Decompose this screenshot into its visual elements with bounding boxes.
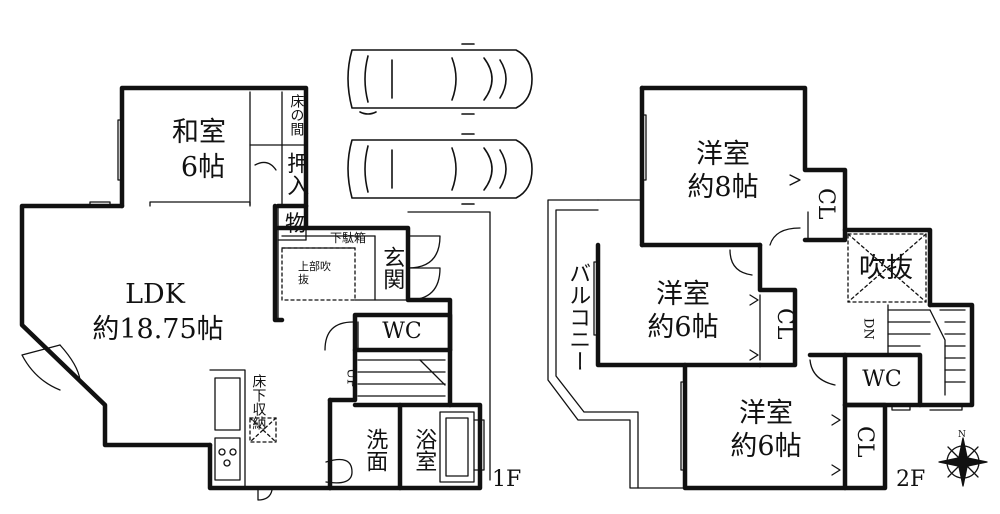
wc-2f-label: WC [862,366,902,392]
floor2-label: 2F [896,467,926,492]
washitsu-name: 和室 [172,117,226,149]
yokushitsu-label: 浴室 [411,428,437,472]
compass-icon [938,437,988,487]
floor2-thin-lines [547,114,966,489]
oshiire-label: 押入 [283,152,309,196]
compass-north-label: N [958,430,966,440]
senmen-label: 洗面 [362,428,388,472]
room6b-size: 約6帖 [730,431,802,463]
room6a-size: 約6帖 [647,312,719,344]
ldk-size: 約18.75帖 [92,314,224,346]
balcony-label: バルコニー [565,262,591,372]
washitsu-size: 6帖 [180,152,226,184]
mono-label: 物 [284,211,308,237]
room8-size: 約8帖 [687,172,759,204]
room8-name: 洋室 [696,139,750,171]
wc-1f-label: WC [382,318,422,344]
floor1-thin-lines [21,91,491,501]
dn-label: DN [860,318,876,340]
cl-label-2: CL [772,308,798,340]
room6a-name: 洋室 [656,279,710,311]
cl-label-1: CL [813,188,839,220]
ldk-name: LDK [125,279,185,311]
fukinuke-above-label: 上部吹抜 [298,260,331,287]
floor1-label: 1F [492,467,522,492]
car-bottom [347,133,533,205]
fukinuke-label: 吹抜 [859,253,913,285]
genkan-label: 玄関 [379,246,405,290]
underfloor-label: 床下収納 [250,374,267,430]
car-top [347,43,533,115]
up-label: UP [343,368,359,388]
shoebox-label: 下駄箱 [330,231,367,245]
cl-label-3: CL [852,426,878,458]
room6b-name: 洋室 [739,398,793,430]
tokonoma-label: 床の間 [288,94,305,136]
